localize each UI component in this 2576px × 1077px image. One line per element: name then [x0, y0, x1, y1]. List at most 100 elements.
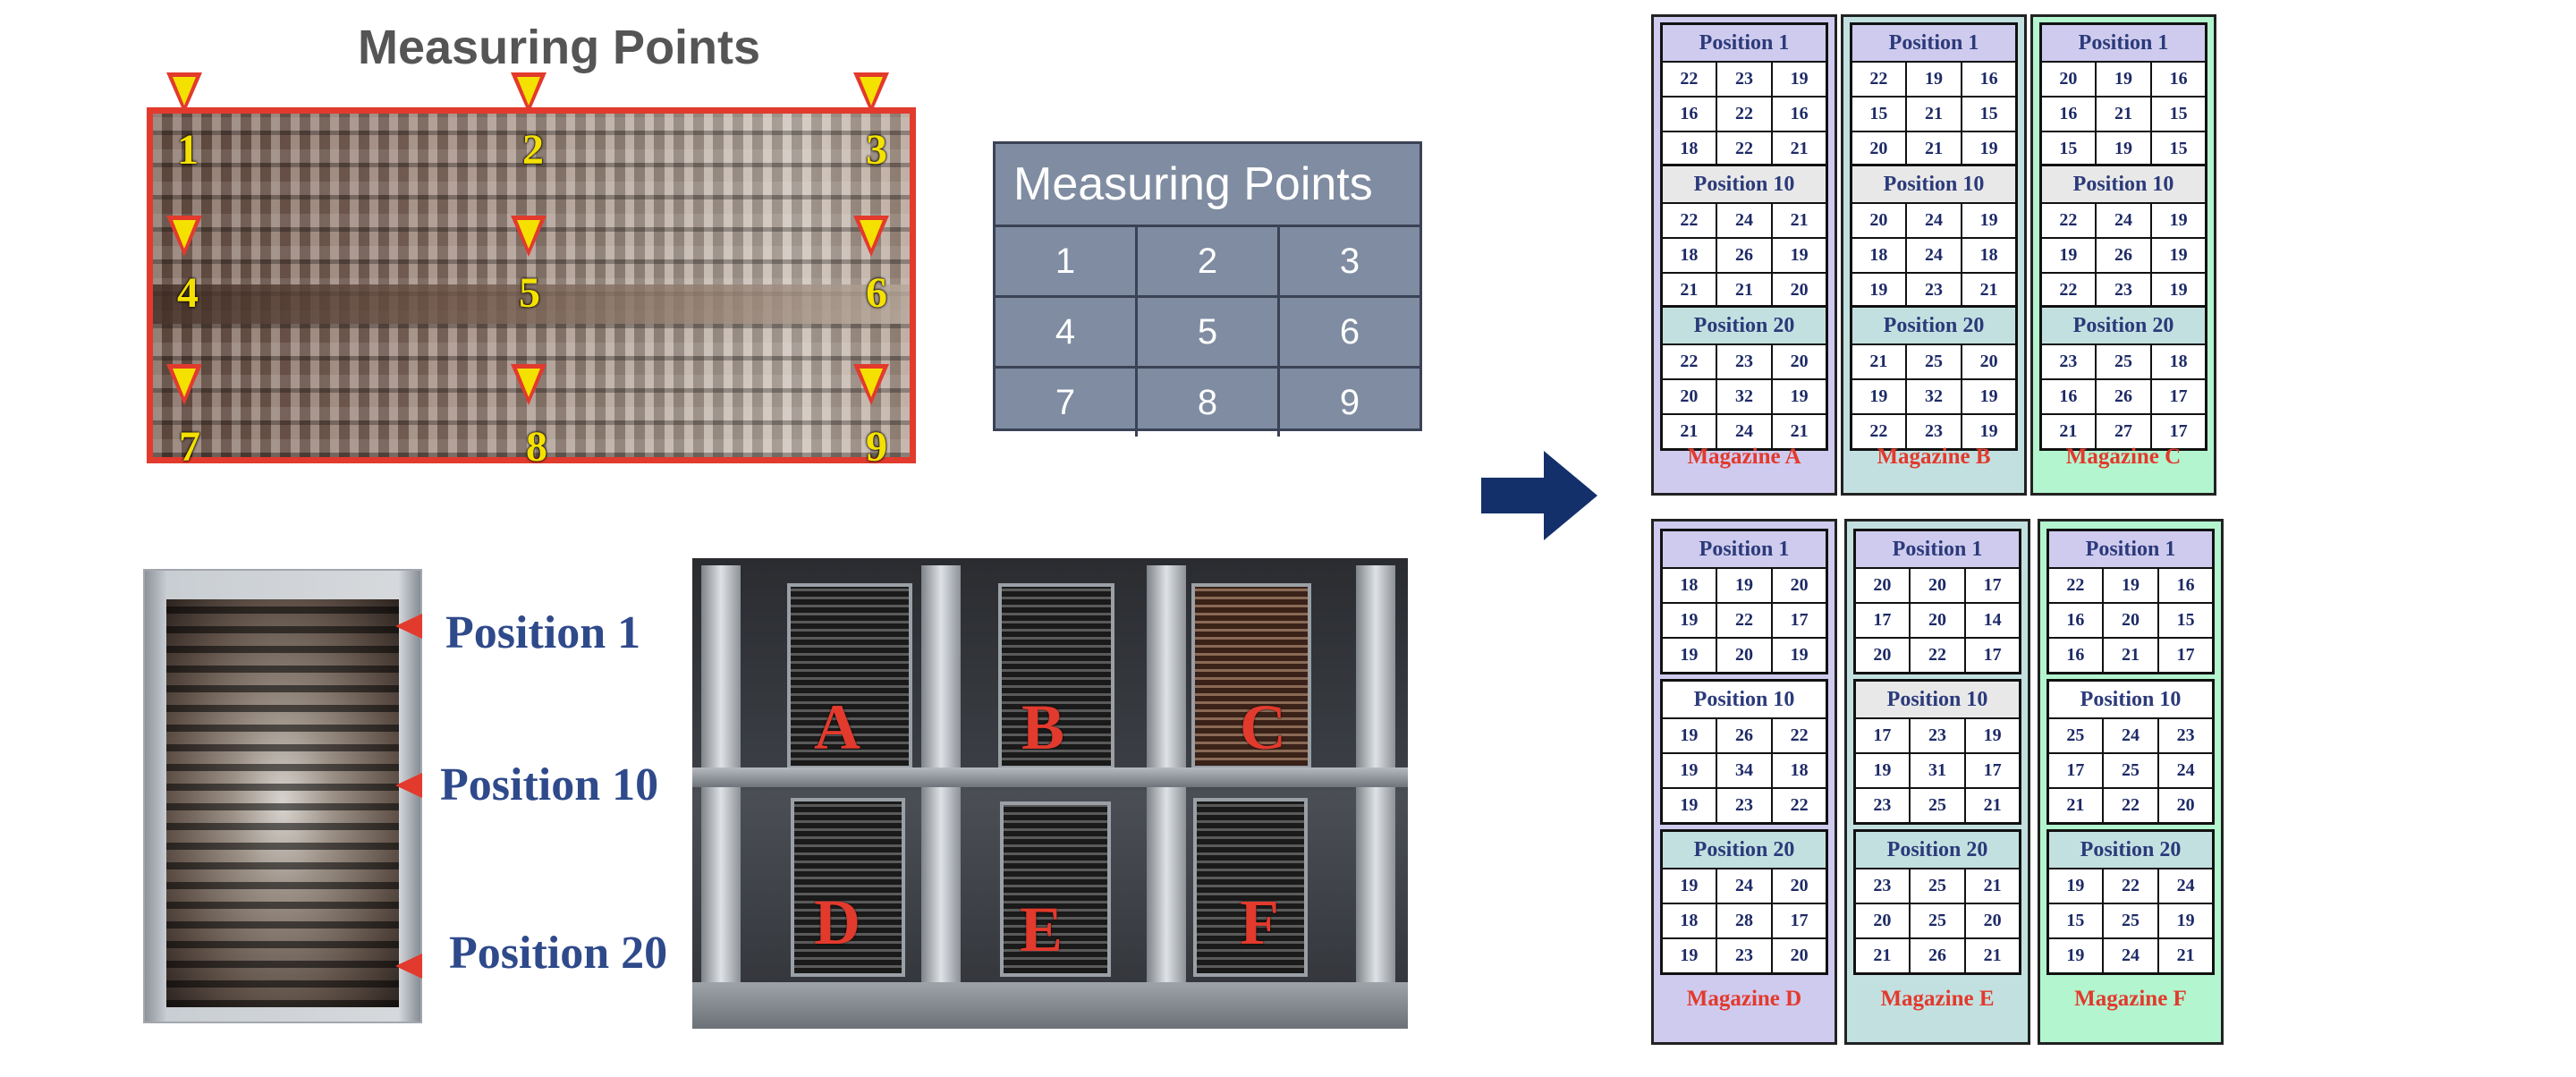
measurement-cell: 16	[2049, 602, 2104, 639]
grid-cell: 2	[1138, 227, 1280, 295]
measurement-cell: 26	[2094, 378, 2153, 415]
measurement-cell: 19	[2094, 131, 2153, 165]
measurement-cell: 25	[1904, 345, 1963, 380]
position-block-title: Position 1	[1663, 531, 1826, 569]
measurement-cell: 16	[1663, 96, 1717, 132]
measuring-points-title: Measuring Points	[358, 21, 761, 74]
rack-magazine-e	[1000, 801, 1111, 977]
measurement-cell: 21	[1663, 413, 1717, 448]
measurement-cell: 25	[2049, 719, 2104, 754]
measurement-cell: 19	[1771, 637, 1826, 672]
measurement-cell: 26	[2094, 237, 2153, 274]
point-number-label: 8	[526, 423, 547, 471]
rack-base	[692, 982, 1408, 1029]
point-marker-icon	[511, 72, 547, 114]
position-block-title: Position 10	[1663, 166, 1826, 204]
measurement-cell: 22	[1852, 63, 1907, 98]
measurement-cell: 21	[1904, 131, 1963, 165]
measurement-cell: 15	[1961, 96, 2015, 132]
position-block-title: Position 10	[2049, 682, 2212, 719]
measurement-cell: 21	[1964, 937, 2019, 972]
measurement-cell: 22	[1663, 204, 1717, 239]
rack-letter-c: C	[1240, 691, 1286, 763]
measurement-cell: 17	[1964, 752, 2019, 789]
point-marker-icon	[166, 364, 202, 405]
measurement-cell: 19	[2049, 937, 2104, 972]
measurement-cell: 22	[2042, 204, 2097, 239]
measurement-cell: 20	[1852, 131, 1907, 165]
grid-row: 1 2 3	[996, 227, 1419, 298]
point-number-label: 9	[866, 423, 887, 471]
position-block-title: Position 1	[1663, 25, 1826, 63]
measurement-cell: 18	[1663, 131, 1717, 165]
position-10-label: Position 10	[440, 759, 659, 810]
measurement-cell: 21	[2094, 96, 2153, 132]
measurement-cell: 15	[2150, 96, 2205, 132]
measurement-cell: 19	[1852, 272, 1907, 307]
measurement-cell: 23	[1856, 869, 1911, 904]
measurement-cell: 19	[1663, 602, 1717, 639]
measurement-cell: 21	[1771, 131, 1826, 165]
measurement-cell: 23	[1904, 272, 1963, 307]
measurement-cell: 17	[2150, 413, 2205, 448]
measurement-cell: 19	[1904, 63, 1963, 98]
measurement-cell: 20	[1852, 204, 1907, 239]
measurement-cell: 19	[2150, 237, 2205, 274]
measurement-cell: 23	[1715, 63, 1774, 98]
point-marker-icon	[166, 216, 202, 257]
measurement-cell: 24	[2157, 752, 2212, 789]
measurement-cell: 22	[1908, 637, 1967, 672]
measurement-cell: 20	[1964, 903, 2019, 939]
measurement-cell: 19	[1771, 63, 1826, 98]
grid-cell: 1	[996, 227, 1138, 295]
grid-cell: 7	[996, 369, 1138, 437]
measurement-cell: 15	[1852, 96, 1907, 132]
position-1-arrow-icon	[395, 614, 422, 639]
measurement-cell: 17	[1856, 719, 1911, 754]
measurement-cell: 21	[1964, 787, 2019, 822]
measurement-cell: 19	[2042, 237, 2097, 274]
measurement-cell: 19	[2150, 204, 2205, 239]
measurement-cell: 23	[2157, 719, 2212, 754]
position-10-arrow-icon	[395, 773, 422, 798]
measurement-cell: 16	[2049, 637, 2104, 672]
measurement-cell: 18	[1663, 569, 1717, 604]
measurement-cell: 22	[1663, 345, 1717, 380]
magazine-stack-wafers	[166, 599, 399, 1007]
measurement-cell: 22	[2042, 272, 2097, 307]
measurement-cell: 18	[1771, 752, 1826, 789]
measurement-cell: 24	[2101, 937, 2160, 972]
point-marker-icon	[853, 216, 889, 257]
position-block-title: Position 20	[2042, 308, 2205, 345]
measurement-cell: 19	[1961, 378, 2015, 415]
magazine-name: Magazine D	[1686, 987, 1802, 1011]
measurement-cell: 22	[1715, 131, 1774, 165]
point-number-label: 5	[519, 269, 540, 317]
measurement-cell: 21	[1852, 345, 1907, 380]
measuring-points-grid: Measuring Points 1 2 3 4 5 6 7 8 9	[993, 141, 1422, 437]
measurement-cell: 19	[2157, 903, 2212, 939]
measurement-cell: 21	[1904, 96, 1963, 132]
measurement-cell: 24	[1904, 204, 1963, 239]
point-marker-icon	[511, 216, 547, 257]
measurement-cell: 19	[1663, 787, 1717, 822]
measurement-cell: 20	[1961, 345, 2015, 380]
measurement-cell: 17	[2049, 752, 2104, 789]
measurement-cell: 21	[2101, 637, 2160, 672]
measurement-cell: 20	[1715, 637, 1774, 672]
position-block-title: Position 10	[2042, 166, 2205, 204]
position-block-title: Position 10	[1663, 682, 1826, 719]
measurement-cell: 20	[2101, 602, 2160, 639]
measurement-cell: 19	[1771, 237, 1826, 274]
point-number-label: 2	[522, 126, 544, 174]
position-20-label: Position 20	[449, 928, 668, 979]
